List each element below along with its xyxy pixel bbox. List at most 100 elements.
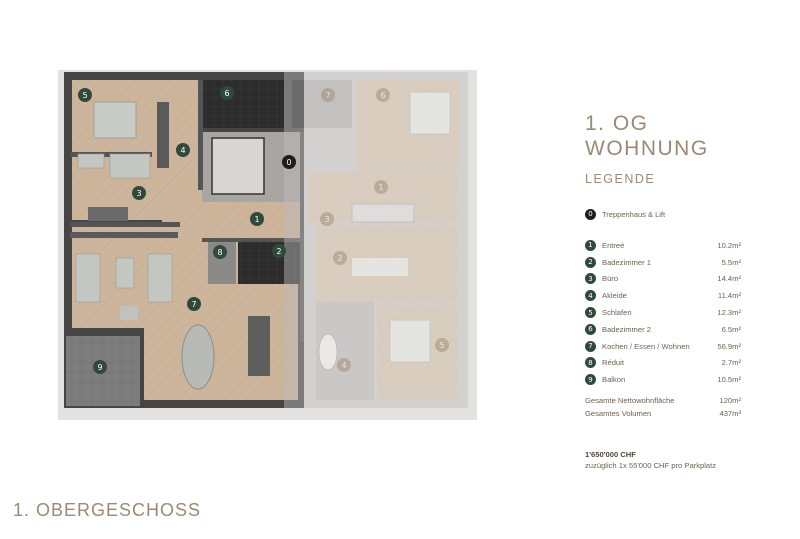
marker-faded-6: 6: [376, 88, 390, 102]
marker-9: 9: [93, 360, 107, 374]
legend-room-item: 3 Büro 14.4m²: [585, 271, 741, 288]
stair-label: Treppenhaus & Lift: [602, 209, 666, 219]
room-area: 10.5m²: [717, 375, 741, 385]
legend-room-item: 5 Schlafen 12.3m²: [585, 304, 741, 321]
marker-8: 8: [213, 245, 227, 259]
svg-text:4: 4: [180, 146, 185, 155]
room-name: Kochen / Essen / Wohnen: [602, 341, 690, 351]
svg-text:7: 7: [325, 91, 330, 100]
neighbour-unit: [284, 72, 468, 408]
room-name: Balkon: [602, 375, 626, 385]
svg-text:6: 6: [380, 91, 385, 100]
room-area: 5.5m²: [721, 257, 741, 267]
total-label: Gesamtes Volumen: [585, 409, 652, 418]
room-area: 10.2m²: [717, 240, 741, 250]
svg-text:3: 3: [324, 215, 329, 224]
room-number-badge: 1: [585, 239, 596, 251]
svg-text:3: 3: [136, 189, 141, 198]
room-area: 11.4m²: [717, 291, 741, 301]
marker-7: 7: [187, 297, 201, 311]
kitchen-island-icon: [248, 316, 270, 376]
marker-0: 0: [282, 155, 296, 169]
marker-faded-1: 1: [374, 180, 388, 194]
legend-room-item: 1 Entreé 10.2m²: [585, 237, 741, 254]
room-name: Badezimmer 1: [602, 257, 651, 267]
legend-heading: LEGENDE: [585, 172, 656, 186]
marker-2: 2: [272, 244, 286, 258]
legend-room-item: 9 Balkon 10.5m²: [585, 371, 741, 388]
svg-text:5: 5: [439, 341, 444, 350]
bathroom-1-floor: [238, 242, 302, 284]
totals-block: Gesamte Nettowohnfläche 120m² Gesamtes V…: [585, 394, 741, 420]
room-area: 56.9m²: [717, 341, 741, 351]
svg-text:4: 4: [341, 361, 346, 370]
unit-title-line1: 1. OG: [585, 112, 649, 135]
room-number-badge: 7: [585, 340, 596, 352]
marker-faded-2: 2: [333, 251, 347, 265]
marker-faded-7: 7: [321, 88, 335, 102]
marker-faded-3: 3: [320, 212, 334, 226]
marker-faded-5: 5: [435, 338, 449, 352]
unit-title: 1. OG WOHNUNG: [585, 111, 709, 161]
total-label: Gesamte Nettowohnfläche: [585, 396, 675, 405]
svg-text:2: 2: [337, 254, 342, 263]
room-name: Schlafen: [602, 308, 632, 318]
floor-plan-drawing: 5 6 4 3 0 1 8 2 7 9 7 6 1 3 2 5 4: [58, 70, 477, 420]
price-note: zuzüglich 1x 55'000 CHF pro Parkplatz: [585, 461, 717, 470]
marker-6: 6: [220, 86, 234, 100]
legend-room-item: 7 Kochen / Essen / Wohnen 56.9m²: [585, 338, 741, 355]
svg-text:8: 8: [217, 248, 222, 257]
room-name: Réduit: [602, 358, 624, 368]
legend-room-item: 2 Badezimmer 1 5.5m²: [585, 254, 741, 271]
room-number-badge: 6: [585, 323, 596, 335]
room-number-badge: 8: [585, 357, 596, 369]
unit-title-line2: WOHNUNG: [585, 137, 709, 160]
room-number-badge: 3: [585, 273, 596, 285]
price-amount: 1'650'000 CHF: [585, 450, 636, 459]
total-value: 120m²: [719, 396, 741, 405]
legend-stair-item: 0 Treppenhaus & Lift: [585, 207, 665, 221]
stair-number-badge: 0: [585, 208, 596, 220]
room-markers: 5 6 4 3 0 1 8 2 7 9 7 6 1 3 2 5 4: [78, 86, 449, 374]
svg-text:1: 1: [378, 183, 383, 192]
room-area: 12.3m²: [717, 308, 741, 318]
legend-room-item: 8 Réduit 2.7m²: [585, 355, 741, 372]
svg-text:9: 9: [97, 363, 102, 372]
room-area: 14.4m²: [717, 274, 741, 284]
total-row-volume: Gesamtes Volumen 437m³: [585, 407, 741, 420]
marker-4: 4: [176, 143, 190, 157]
room-name: Badezimmer 2: [602, 324, 651, 334]
room-area: 2.7m²: [721, 358, 741, 368]
sofa-icon: [75, 253, 101, 303]
room-number-badge: 9: [585, 374, 596, 386]
total-row-net-area: Gesamte Nettowohnfläche 120m²: [585, 394, 741, 407]
svg-text:7: 7: [191, 300, 196, 309]
room-name: Akleide: [602, 291, 627, 301]
svg-text:2: 2: [276, 247, 281, 256]
room-number-badge: 4: [585, 290, 596, 302]
legend-room-item: 4 Akleide 11.4m²: [585, 287, 741, 304]
marker-3: 3: [132, 186, 146, 200]
room-number-badge: 5: [585, 307, 596, 319]
total-value: 437m³: [719, 409, 741, 418]
marker-1: 1: [250, 212, 264, 226]
staircase: [211, 137, 265, 195]
active-unit: [64, 72, 304, 408]
marker-faded-4: 4: [337, 358, 351, 372]
bed-icon: [93, 101, 137, 139]
svg-text:0: 0: [286, 158, 291, 167]
desk-icon: [88, 207, 128, 221]
room-name: Entreé: [602, 240, 625, 250]
room-name: Büro: [602, 274, 619, 284]
bathroom-2-floor: [202, 80, 284, 128]
legend-room-item: 6 Badezimmer 2 6.5m²: [585, 321, 741, 338]
floor-title: 1. OBERGESCHOSS: [13, 500, 202, 520]
dining-table-icon: [181, 324, 215, 390]
room-legend-list: 1 Entreé 10.2m² 2 Badezimmer 1 5.5m² 3 B…: [585, 237, 741, 388]
svg-text:1: 1: [254, 215, 259, 224]
room-area: 6.5m²: [721, 324, 741, 334]
room-number-badge: 2: [585, 256, 596, 268]
floor-plan: 5 6 4 3 0 1 8 2 7 9 7 6 1 3 2 5 4: [52, 62, 477, 420]
marker-5: 5: [78, 88, 92, 102]
svg-text:6: 6: [224, 89, 229, 98]
